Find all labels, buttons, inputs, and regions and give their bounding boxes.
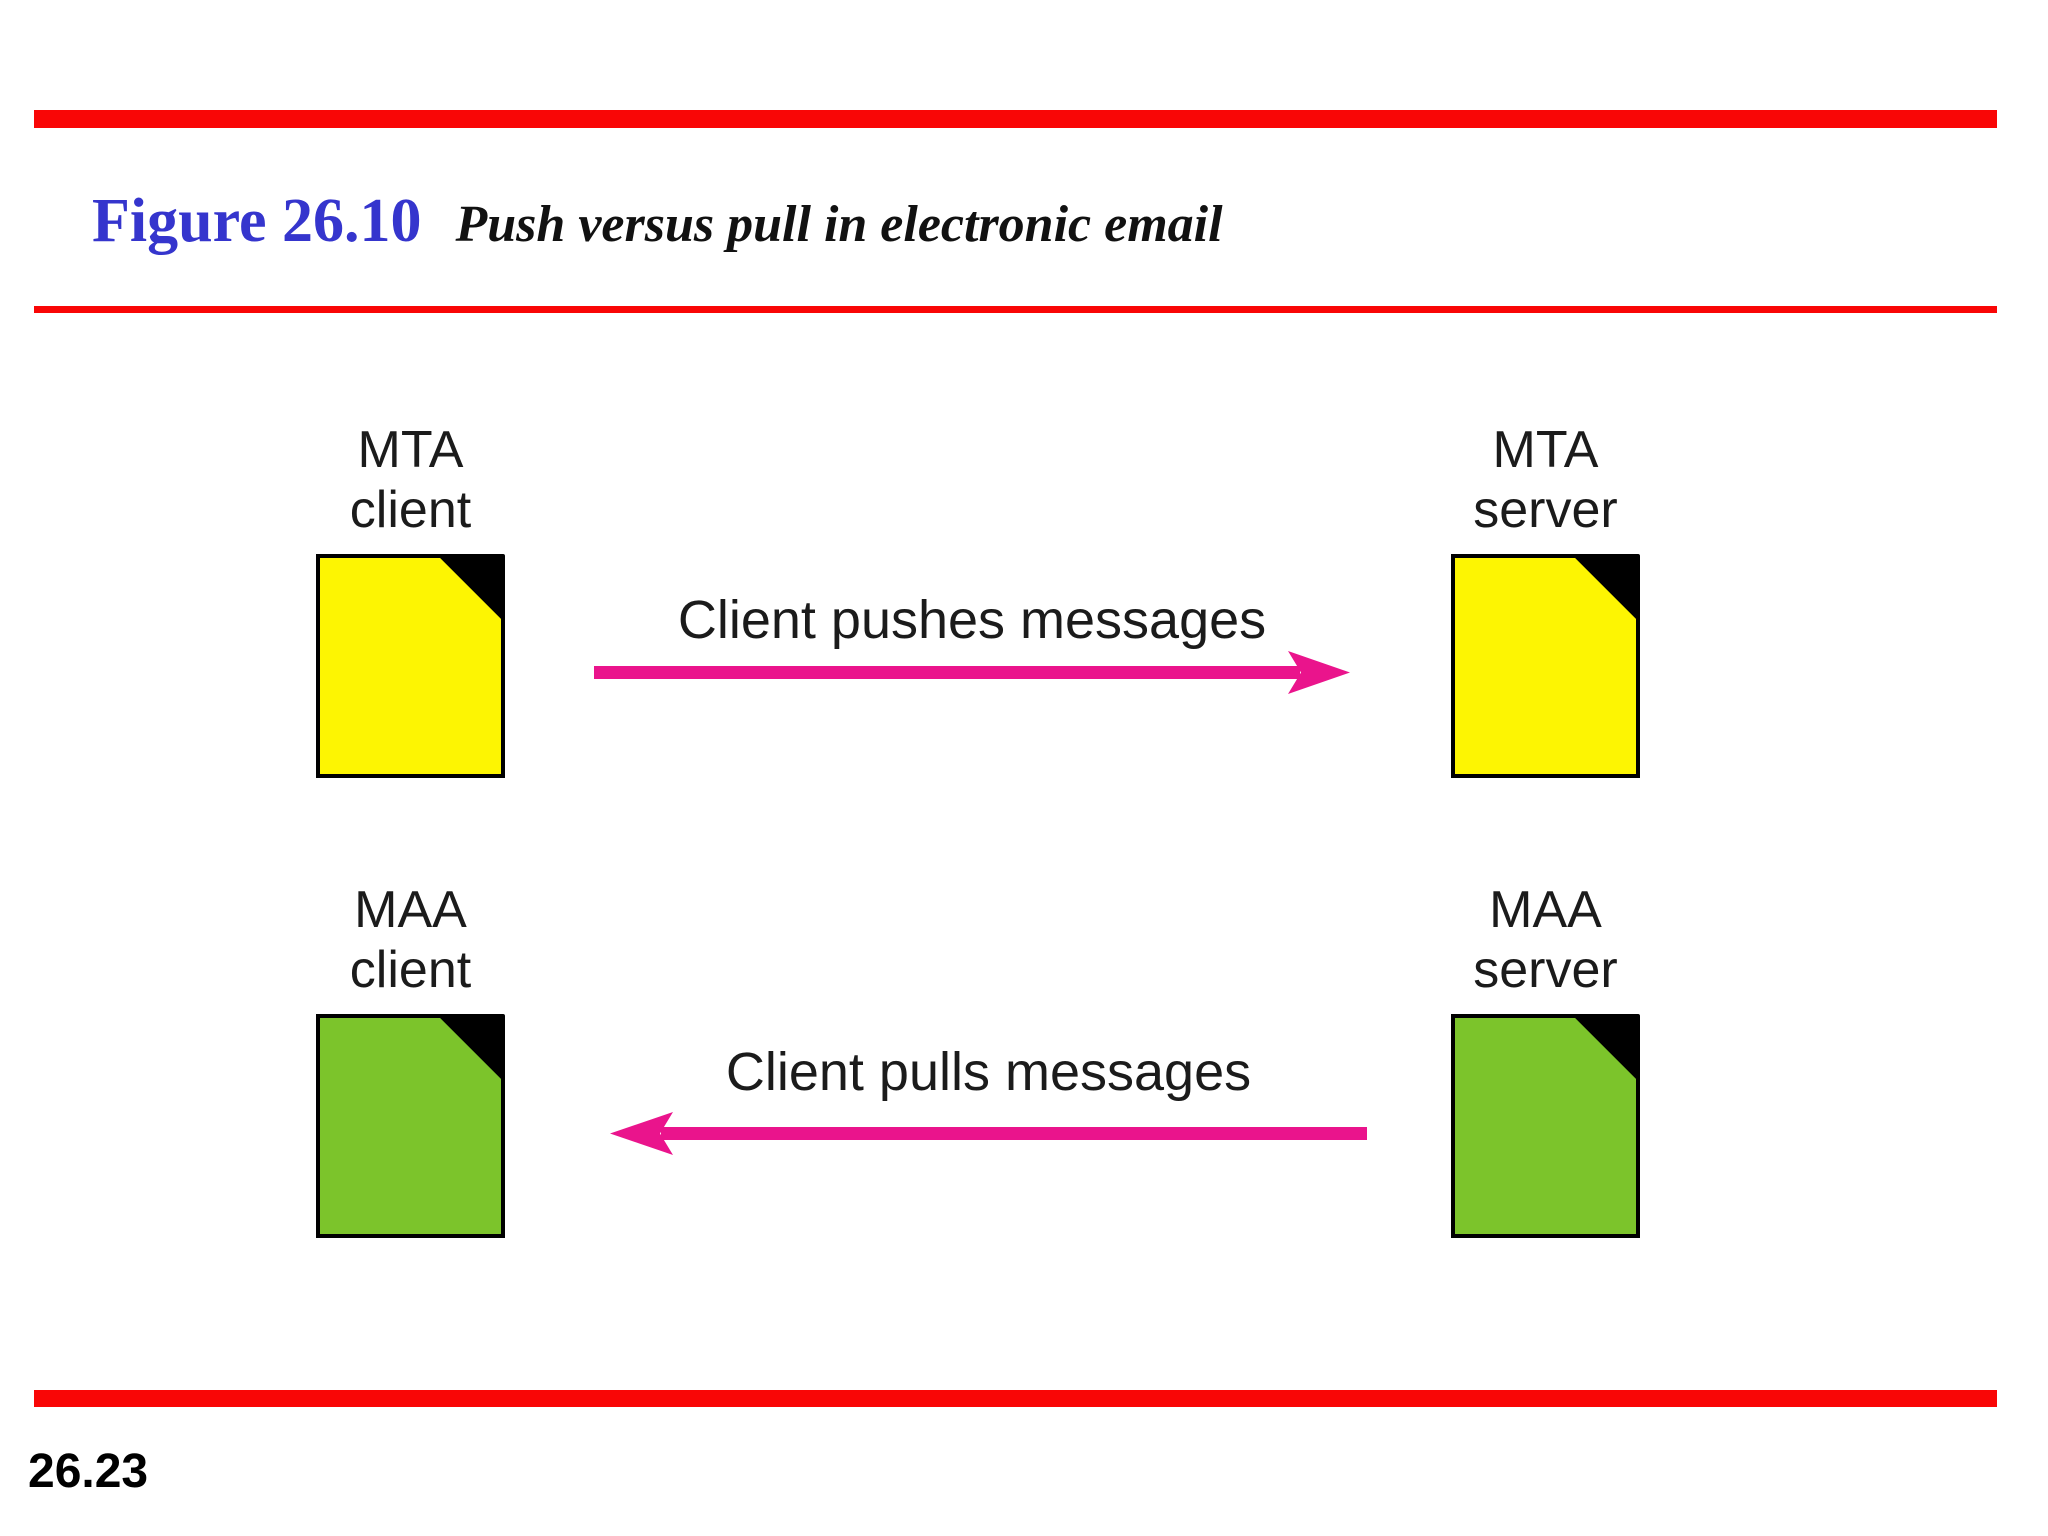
page-number: 26.23 [28,1445,149,1498]
document-page [1451,554,1640,778]
maa-client-label: MAA client [350,880,471,1000]
title-underline-rule [34,306,1997,313]
document-icon [316,554,505,778]
node-label-line1: MTA [1492,421,1599,479]
document-page [316,1014,505,1238]
maa-server-label: MAA server [1473,880,1617,1000]
node-label-line1: MAA [354,881,467,939]
document-icon [316,1014,505,1238]
document-page [1451,1014,1640,1238]
top-rule [34,110,1997,128]
push-arrow-label: Client pushes messages [677,590,1267,650]
mta-server-label: MTA server [1473,420,1617,540]
figure-title: Push versus pull in electronic email [455,196,1223,253]
maa-server-node: MAA server [1451,880,1640,1238]
document-icon [1451,554,1640,778]
mta-client-label: MTA client [350,420,471,540]
mta-server-node: MTA server [1451,420,1640,778]
document-fold [1574,1014,1640,1080]
figure-label: Figure 26.10 [92,187,422,255]
document-page [316,554,505,778]
pull-arrow-label: Client pulls messages [725,1042,1252,1102]
node-label-line1: MTA [357,421,464,479]
node-label-line1: MAA [1489,881,1602,939]
pull-arrow-left [610,1112,1367,1155]
node-label-line2: client [349,941,472,999]
bottom-rule [34,1390,1997,1407]
document-fold [439,1014,505,1080]
node-label-line2: server [1473,481,1618,539]
maa-client-node: MAA client [316,880,505,1238]
document-icon [1451,1014,1640,1238]
node-label-line2: client [349,481,472,539]
document-fold [439,554,505,620]
node-label-line2: server [1473,941,1618,999]
title-row: Figure 26.10 Push versus pull in electro… [92,186,1223,257]
mta-client-node: MTA client [316,420,505,778]
push-arrow-right [594,651,1350,694]
document-fold [1574,554,1640,620]
